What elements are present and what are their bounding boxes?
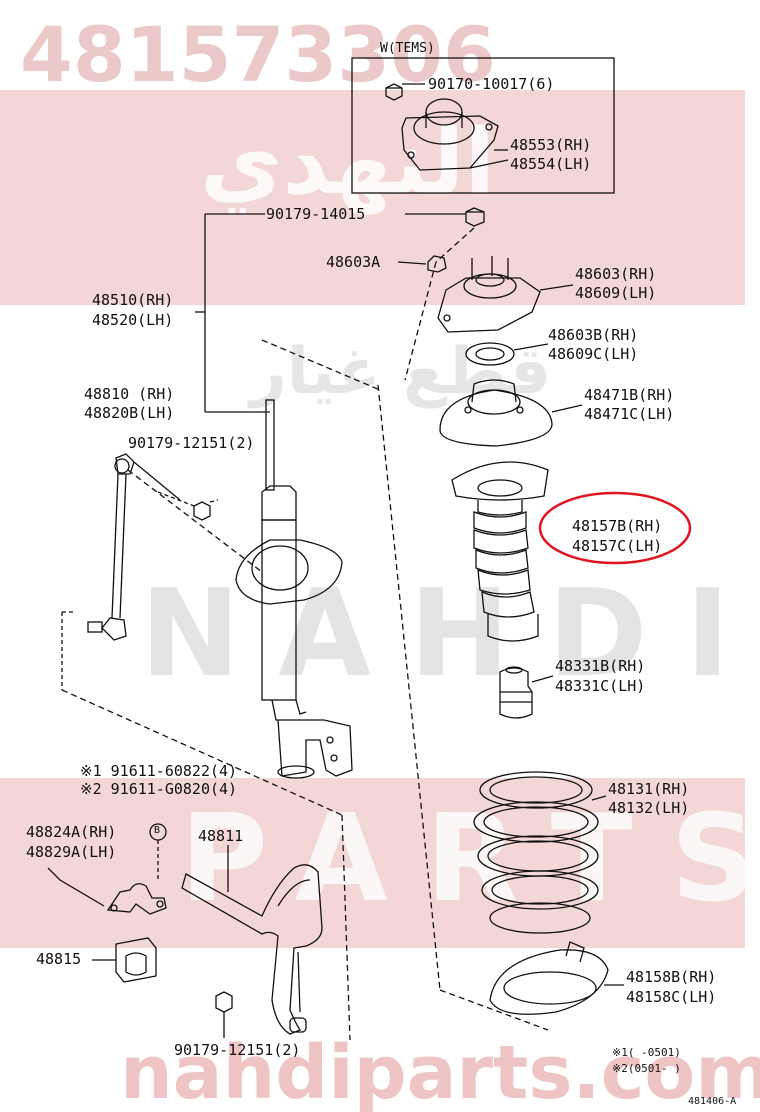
label-48471c: 48471C(LH) xyxy=(584,405,675,423)
link-nut-upper xyxy=(193,501,211,521)
highlight-ellipse xyxy=(538,491,692,565)
label-90170-10017: 90170-10017(6) xyxy=(428,75,555,93)
support-mount xyxy=(437,256,541,333)
watermark-band-bottom xyxy=(0,778,745,948)
watermark-parts: PARTS xyxy=(180,790,760,929)
label-48132: 48132(LH) xyxy=(608,799,690,817)
stabilizer-bushing xyxy=(115,937,157,983)
coil-spring xyxy=(473,771,599,934)
stabilizer-bracket xyxy=(106,883,167,915)
note-1: ※1( -0501) xyxy=(612,1046,681,1059)
stabilizer-link xyxy=(87,453,181,641)
watermark-url: nahdiparts.com xyxy=(120,1030,760,1112)
watermark-band-top xyxy=(0,90,745,305)
watermark-brand: NAHDI xyxy=(140,565,760,704)
label-90179-14015: 90179-14015 xyxy=(266,205,366,223)
label-48824a: 48824A(RH) xyxy=(26,823,117,841)
label-48553: 48553(RH) xyxy=(510,136,592,154)
label-48554: 48554(LH) xyxy=(510,155,592,173)
figure-id: 481406-A xyxy=(688,1096,737,1107)
label-91611-g0820: ※2 91611-G0820(4) xyxy=(80,780,238,798)
label-48603: 48603(RH) xyxy=(575,265,657,283)
watermark-arabic-mid: قطع غيار xyxy=(250,335,551,409)
label-48158c: 48158C(LH) xyxy=(626,988,717,1006)
label-48158b: 48158B(RH) xyxy=(626,968,717,986)
label-91611-60822: ※1 91611-60822(4) xyxy=(80,762,238,780)
label-48609: 48609(LH) xyxy=(575,284,657,302)
label-48603b: 48603B(RH) xyxy=(548,326,639,344)
inset-support-mount xyxy=(401,98,499,171)
label-48510: 48510(RH) xyxy=(92,291,174,309)
label-48829a: 48829A(LH) xyxy=(26,843,117,861)
label-48157c: 48157C(LH) xyxy=(572,537,663,555)
watermark-arabic-top: النهدي xyxy=(200,110,496,215)
note-2: ※2(0501- ) xyxy=(612,1062,681,1075)
label-48331c: 48331C(LH) xyxy=(555,677,646,695)
inset-title: W(TEMS) xyxy=(380,41,435,56)
label-48471b: 48471B(RH) xyxy=(584,386,675,404)
label-48815: 48815 xyxy=(36,950,82,968)
label-48810: 48810 (RH) xyxy=(84,385,175,403)
label-48331b: 48331B(RH) xyxy=(555,657,646,675)
callout-b: B xyxy=(154,825,161,836)
dust-boot xyxy=(451,461,549,642)
bearing-cap xyxy=(427,255,447,273)
label-48157b: 48157B(RH) xyxy=(572,517,663,535)
label-48820b: 48820B(LH) xyxy=(84,404,175,422)
tems-inset-frame xyxy=(351,57,615,194)
lower-spring-insulator xyxy=(489,941,609,1015)
strut-bearing xyxy=(465,342,515,366)
upper-nut xyxy=(465,207,485,227)
label-48520: 48520(LH) xyxy=(92,311,174,329)
label-48603a: 48603A xyxy=(326,253,381,271)
inset-nut xyxy=(385,83,403,101)
label-48811: 48811 xyxy=(198,827,244,845)
label-90179-12151-upper: 90179-12151(2) xyxy=(128,434,255,452)
stabilizer-bar xyxy=(181,864,323,1035)
label-48609c: 48609C(LH) xyxy=(548,345,639,363)
upper-spring-seat xyxy=(439,379,553,447)
link-nut-lower xyxy=(215,991,233,1013)
bound-stopper xyxy=(499,666,533,719)
label-48131: 48131(RH) xyxy=(608,780,690,798)
shock-absorber-strut xyxy=(235,399,353,779)
label-90179-12151-lower: 90179-12151(2) xyxy=(174,1041,301,1059)
